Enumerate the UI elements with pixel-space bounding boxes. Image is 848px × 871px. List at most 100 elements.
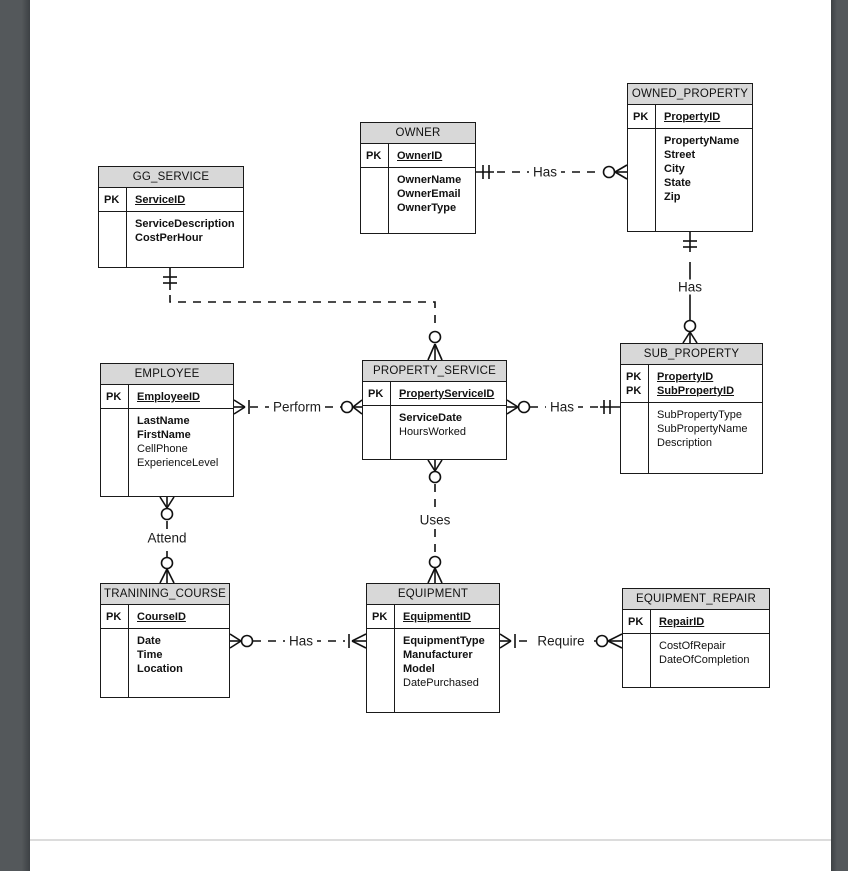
attribute: HoursWorked xyxy=(399,426,467,438)
viewer-right-margin xyxy=(831,0,848,871)
relationship-label-has-equipment: Has xyxy=(284,633,318,649)
attribute: Zip xyxy=(664,191,681,203)
pk-field: CourseID xyxy=(137,611,186,623)
entity-title: EMPLOYEE xyxy=(101,364,233,385)
pk-row: PK ServiceID xyxy=(99,188,243,212)
pk-field: PropertyID xyxy=(664,111,721,123)
attribute: ServiceDate xyxy=(399,412,462,424)
pk-tag: PK xyxy=(368,388,384,400)
pk-tag-cell: PK PK xyxy=(621,365,649,402)
empty-key-cell xyxy=(621,403,649,473)
relationship-label-perform: Perform xyxy=(268,399,326,415)
empty-key-cell xyxy=(101,629,129,697)
pk-field: EmployeeID xyxy=(137,391,200,403)
page-divider xyxy=(30,839,831,841)
entity-title: PROPERTY_SERVICE xyxy=(363,361,506,382)
attribute: CostOfRepair xyxy=(659,640,726,652)
relationship-label-has-owner: Has xyxy=(528,164,562,180)
pk-tag: PK xyxy=(104,194,120,206)
pk-row: PK CourseID xyxy=(101,605,229,629)
pk-row: PK PropertyServiceID xyxy=(363,382,506,406)
attribute: DatePurchased xyxy=(403,677,479,689)
pk-row: PK PropertyID xyxy=(628,105,752,129)
attribute: PropertyName xyxy=(664,135,740,147)
pk-row: PK EmployeeID xyxy=(101,385,233,409)
empty-key-cell xyxy=(623,634,651,687)
pk-tag-cell: PK xyxy=(101,605,129,628)
entity-title: EQUIPMENT xyxy=(367,584,499,605)
attribute: Description xyxy=(657,437,713,449)
attribute: State xyxy=(664,177,691,189)
pk-field: RepairID xyxy=(659,616,705,628)
pk-row: PK OwnerID xyxy=(361,144,475,168)
connector-gg-service-property-service xyxy=(163,268,443,361)
pk-field: ServiceID xyxy=(135,194,186,206)
empty-key-cell xyxy=(361,168,389,233)
attribute: ExperienceLevel xyxy=(137,457,219,469)
empty-key-cell xyxy=(363,406,391,459)
pk-tag-cell: PK xyxy=(361,144,389,167)
entity-title: OWNED_PROPERTY xyxy=(628,84,752,105)
attribute: LastName xyxy=(137,415,190,427)
viewer-left-margin xyxy=(0,0,30,871)
pk-tag: PK xyxy=(633,111,649,123)
attribute: OwnerType xyxy=(397,202,457,214)
attribute: DateOfCompletion xyxy=(659,654,750,666)
attribute: Manufacturer xyxy=(403,649,473,661)
connector-employee-attend-training-course xyxy=(159,496,175,584)
pk-row: PK RepairID xyxy=(623,610,769,634)
pk-field: SubPropertyID xyxy=(657,385,735,397)
relationship-label-uses: Uses xyxy=(415,512,455,528)
pk-tag-cell: PK xyxy=(363,382,391,405)
pk-field: PropertyID xyxy=(657,371,714,383)
entity-title: EQUIPMENT_REPAIR xyxy=(623,589,769,610)
pk-tag-cell: PK xyxy=(623,610,651,633)
relationship-label-attend: Attend xyxy=(143,530,191,546)
relationship-label-has-subprop: Has xyxy=(545,399,579,415)
empty-key-cell xyxy=(628,129,656,231)
entity-title: GG_SERVICE xyxy=(99,167,243,188)
attribute: Location xyxy=(137,663,183,675)
pk-row: PK PK PropertyID SubPropertyID xyxy=(621,365,762,403)
attribute: City xyxy=(664,163,685,175)
empty-key-cell xyxy=(367,629,395,712)
pk-field: EquipmentID xyxy=(403,611,471,623)
pk-tag: PK xyxy=(372,611,388,623)
attribute: FirstName xyxy=(137,429,191,441)
pk-tag-cell: PK xyxy=(367,605,395,628)
pk-tag-cell: PK xyxy=(628,105,656,128)
attribute: Time xyxy=(137,649,163,661)
entity-title: TRANINING_COURSE xyxy=(101,584,229,605)
connector-employee-perform-property-service xyxy=(233,399,363,415)
empty-key-cell xyxy=(101,409,129,496)
relationship-label-require: Require xyxy=(533,633,589,649)
pk-tag: PK xyxy=(626,385,642,397)
pk-tag: PK xyxy=(626,371,642,383)
attribute: OwnerName xyxy=(397,174,462,186)
pk-field: OwnerID xyxy=(397,150,443,162)
attribute: Street xyxy=(664,149,696,161)
entity-title: OWNER xyxy=(361,123,475,144)
pk-row: PK EquipmentID xyxy=(367,605,499,629)
attribute: SubPropertyName xyxy=(657,423,748,435)
pk-field: PropertyServiceID xyxy=(399,388,495,400)
pk-tag: PK xyxy=(106,391,122,403)
attribute: Date xyxy=(137,635,161,647)
attribute: SubPropertyType xyxy=(657,409,742,421)
attribute: OwnerEmail xyxy=(397,188,461,200)
entity-title: SUB_PROPERTY xyxy=(621,344,762,365)
attribute: CostPerHour xyxy=(135,232,203,244)
